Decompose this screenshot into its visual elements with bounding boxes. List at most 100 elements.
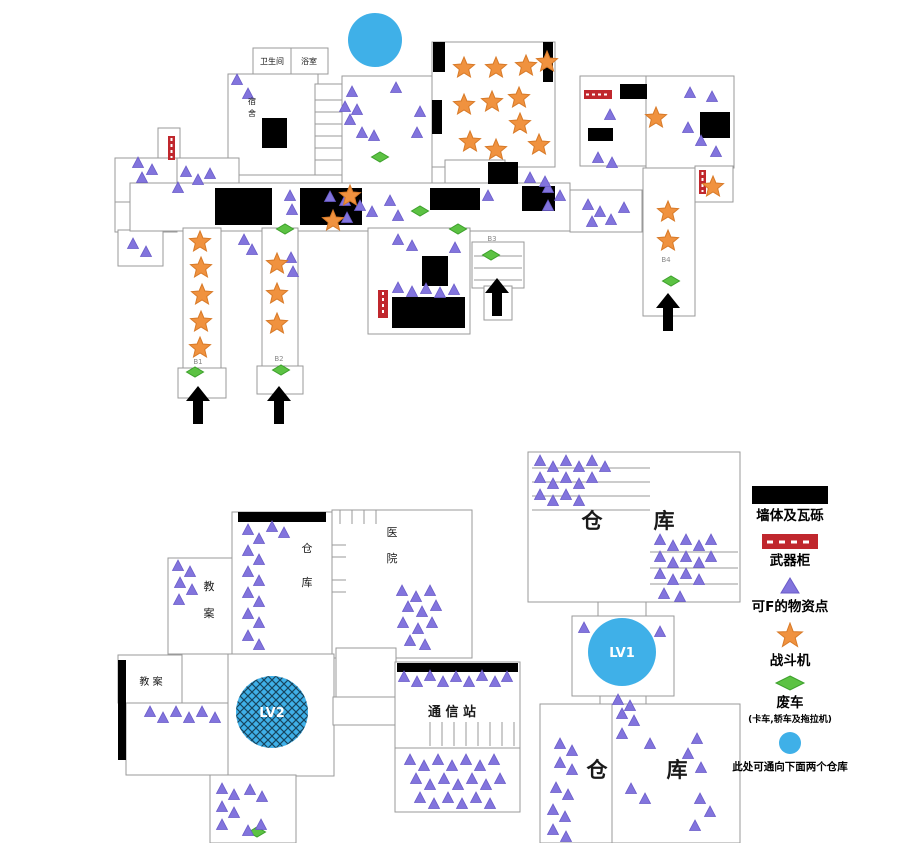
loot-point-icon <box>559 830 573 842</box>
loot-point-icon <box>252 595 266 607</box>
loot-point-icon <box>683 86 697 98</box>
fighter-jet-icon <box>535 49 559 72</box>
loot-point-icon <box>195 705 209 717</box>
loot-point-icon <box>183 565 197 577</box>
loot-point-icon <box>391 233 405 245</box>
fighter-jet-icon <box>338 183 362 206</box>
wall-rubble-block <box>588 128 613 141</box>
loot-point-icon <box>431 753 445 765</box>
map-label: 卫生间 <box>260 56 284 66</box>
legend-fighter-label: 战斗机 <box>769 652 811 669</box>
loot-point-icon <box>423 584 437 596</box>
loot-point-icon <box>252 638 266 650</box>
loot-point-icon <box>493 772 507 784</box>
loot-point-icon <box>679 550 693 562</box>
loot-point-icon <box>591 151 605 163</box>
loot-point-icon <box>448 241 462 253</box>
loot-point-icon <box>171 559 185 571</box>
loot-point-icon <box>488 675 502 687</box>
loot-point-icon <box>693 792 707 804</box>
wall-rubble-block <box>118 660 126 760</box>
loot-point-icon <box>215 800 229 812</box>
loot-point-icon <box>475 669 489 681</box>
loot-point-icon <box>415 605 429 617</box>
entrance-arrow-icon <box>186 386 210 424</box>
loot-point-icon <box>350 103 364 115</box>
loot-point-icon <box>533 454 547 466</box>
weapon-cabinet <box>699 170 706 194</box>
wall-rubble-block <box>392 297 465 328</box>
loot-point-icon <box>565 763 579 775</box>
loot-point-icon <box>172 593 186 605</box>
loot-point-icon <box>533 488 547 500</box>
loot-point-icon <box>577 621 591 633</box>
loot-point-icon <box>692 556 706 568</box>
fighter-jet-icon <box>656 228 680 251</box>
loot-point-icon <box>417 759 431 771</box>
room-outline <box>167 557 233 655</box>
wall-rubble-block <box>433 42 445 72</box>
map-label: LV1 <box>609 646 635 661</box>
loot-point-icon <box>409 772 423 784</box>
map-label: B1 <box>193 358 202 366</box>
loot-point-icon <box>252 553 266 565</box>
loot-point-icon <box>679 567 693 579</box>
room-outline <box>117 229 164 267</box>
loot-point-icon <box>169 705 183 717</box>
fighter-jet-icon <box>265 311 289 334</box>
fighter-jet-icon <box>514 53 538 76</box>
loot-point-icon <box>653 533 667 545</box>
loot-point-icon <box>481 189 495 201</box>
map-legend: 墙体及瓦砾 武器柜 可F的物资点 战斗机 废车 (卡车,轿车及拖拉机) 此处可通… <box>724 486 856 774</box>
room-outline <box>261 227 299 377</box>
loot-point-icon <box>397 670 411 682</box>
map-label: B3 <box>487 235 496 243</box>
loot-point-icon <box>604 213 618 225</box>
loot-point-icon <box>243 783 257 795</box>
loot-point-icon <box>403 634 417 646</box>
map-label: 仓库 <box>302 541 313 589</box>
loot-point-icon <box>553 737 567 749</box>
room-outline <box>290 47 329 75</box>
fighter-jet-icon <box>776 621 804 648</box>
loot-point-icon <box>643 737 657 749</box>
fighter-jet-icon <box>265 281 289 304</box>
fighter-jet-icon <box>190 282 214 305</box>
loot-point-icon <box>572 460 586 472</box>
wall-rubble-block <box>262 118 287 148</box>
fighter-jet-icon <box>656 199 680 222</box>
loot-point-icon <box>541 181 555 193</box>
wall-rubble-block <box>215 188 272 225</box>
loot-point-icon <box>182 711 196 723</box>
scrap-car-icon <box>661 275 681 287</box>
loot-point-icon <box>449 670 463 682</box>
map-label: LV2 <box>259 706 285 721</box>
loot-point-icon <box>581 198 595 210</box>
fighter-jet-icon <box>484 55 508 78</box>
markers-layer <box>126 13 725 842</box>
map-label: 教案 <box>204 580 215 620</box>
legend-cabinet-label: 武器柜 <box>769 553 811 570</box>
loot-point-icon <box>423 669 437 681</box>
loot-point-icon <box>413 105 427 117</box>
loot-point-icon <box>681 747 695 759</box>
weapon-cabinets-layer <box>168 90 706 318</box>
loot-point-icon <box>451 778 465 790</box>
loot-point-icon <box>709 145 723 157</box>
wall-rubble-block <box>432 100 442 134</box>
loot-point-icon <box>230 73 244 85</box>
fighter-jet-icon <box>701 174 725 197</box>
loot-point-icon <box>401 600 415 612</box>
loot-point-icon <box>549 781 563 793</box>
weapon-cabinet-swatch <box>762 534 818 550</box>
loot-point-icon <box>410 675 424 687</box>
loot-point-icon <box>355 126 369 138</box>
loot-point-icon <box>208 711 222 723</box>
loot-point-icon <box>252 616 266 628</box>
loot-point-icon <box>559 488 573 500</box>
loot-point-icon <box>429 599 443 611</box>
loot-point-icon <box>603 108 617 120</box>
loot-point-icon <box>413 791 427 803</box>
map-label: 医院 <box>387 526 398 565</box>
room-outline <box>527 451 741 603</box>
